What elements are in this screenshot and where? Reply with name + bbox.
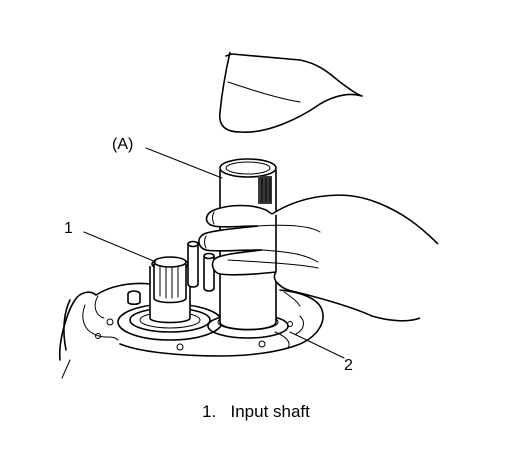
leader-lines [83,147,345,359]
leader-1 [83,231,157,263]
caption-text: Input shaft [230,402,310,421]
leader-a [145,147,223,179]
leader-2 [289,331,345,359]
figure-caption: 1. Input shaft [0,402,512,422]
label-part-1: 1 [64,220,73,237]
label-tool-a: (A) [112,136,133,153]
input-shaft [127,256,191,324]
hand [198,194,439,322]
label-part-2: 2 [344,357,353,374]
caption-number: 1. [202,402,217,421]
hammer [218,51,363,133]
studs [187,240,215,292]
